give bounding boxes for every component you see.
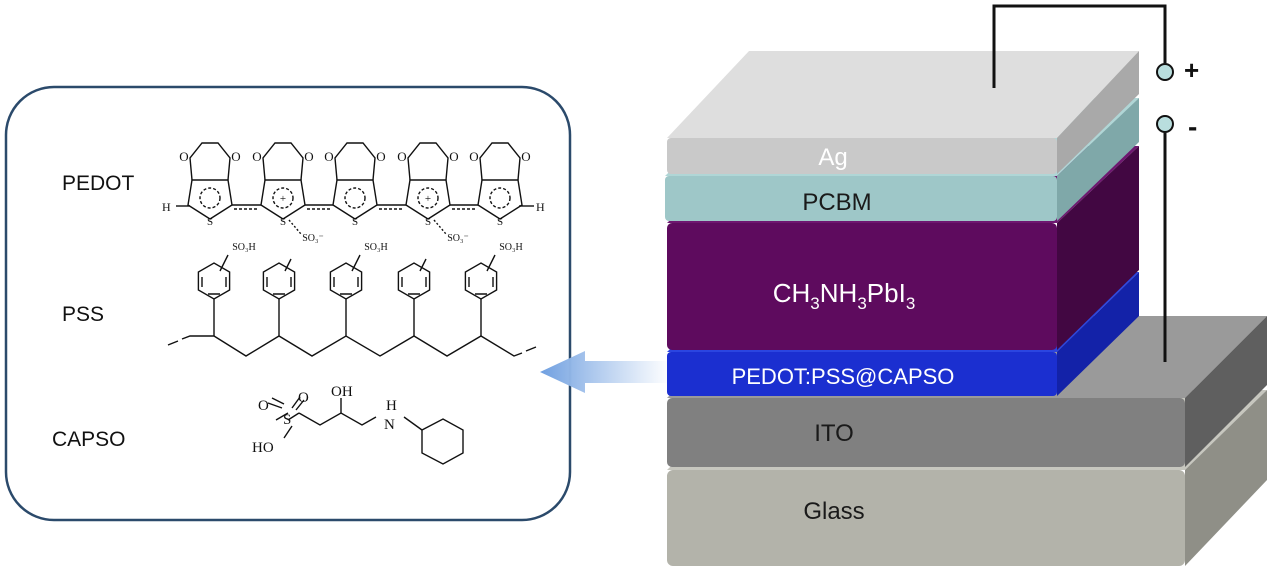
- ag-layer: [667, 51, 1139, 174]
- perovskite-sub3: 3: [906, 294, 915, 313]
- capso-s: S: [283, 412, 291, 428]
- pedot-oxygen: O: [449, 149, 458, 164]
- capso-n: N: [384, 417, 395, 433]
- pedot-oxygen: O: [179, 149, 188, 164]
- capso-label: CAPSO: [52, 428, 126, 451]
- pss-benzene: [197, 254, 231, 336]
- pedot-unit: [332, 142, 406, 220]
- htl-label: PEDOT:PSS@CAPSO: [732, 364, 955, 389]
- pss-sulfonic-acid: SO₃H: [499, 242, 523, 253]
- pedot-unit: [187, 142, 261, 220]
- pedot-oxygen: O: [376, 149, 385, 164]
- perovskite-sub1: 3: [810, 294, 819, 313]
- positive-terminal: [1156, 63, 1174, 81]
- pedot-structure: [176, 142, 534, 235]
- negative-terminal: [1156, 115, 1174, 133]
- ag-label: Ag: [818, 144, 847, 171]
- pedot-charge: +: [280, 193, 286, 205]
- capso-o2: O: [298, 390, 309, 406]
- chemistry-panel: [4, 85, 572, 522]
- capso-nh-h: H: [386, 398, 397, 414]
- pss-sulfonate: SO₃⁻: [447, 233, 469, 244]
- pss-sulfonic-acid: SO₃H: [364, 242, 388, 253]
- pcbm-label: PCBM: [802, 189, 871, 216]
- glass-label: Glass: [803, 498, 864, 525]
- pedot-unit: [405, 142, 478, 235]
- capso-o1: O: [258, 398, 269, 414]
- pedot-oxygen: O: [324, 149, 333, 164]
- circuit-wires: [992, 4, 1167, 362]
- pedot-unit: [260, 142, 333, 235]
- perovskite-nh: NH: [820, 278, 858, 308]
- pedot-sulfur: S: [280, 216, 286, 228]
- perovskite-pbi: PbI: [867, 278, 906, 308]
- pss-sulfonic-acid: SO₃H: [232, 242, 256, 253]
- perovskite-sub2: 3: [857, 294, 866, 313]
- pedot-oxygen: O: [397, 149, 406, 164]
- pedot-oxygen: O: [469, 149, 478, 164]
- positive-sign: +: [1184, 55, 1199, 85]
- pss-benzene: [329, 254, 363, 336]
- capso-structure: [267, 396, 464, 465]
- pedot-charge: +: [425, 193, 431, 205]
- pss-benzene: [262, 258, 296, 336]
- perovskite-ch: CH: [773, 278, 811, 308]
- capso-ho: HO: [252, 440, 274, 456]
- pedot-oxygen: O: [231, 149, 240, 164]
- pss-sulfonate: SO₃⁻: [302, 233, 324, 244]
- negative-sign: -: [1188, 111, 1197, 142]
- pedot-oxygen: O: [252, 149, 261, 164]
- capso-oh: OH: [331, 384, 353, 400]
- zoom-arrow: [540, 351, 670, 393]
- device-stack: [665, 51, 1267, 566]
- ito-label: ITO: [814, 420, 854, 447]
- pedot-sulfur: S: [207, 216, 213, 228]
- pedot-sulfur: S: [497, 216, 503, 228]
- pedot-sulfur: S: [352, 216, 358, 228]
- pss-benzene: [397, 258, 431, 336]
- pedot-unit: [477, 142, 523, 220]
- pedot-oxygen: O: [521, 149, 530, 164]
- pedot-sulfur: S: [425, 216, 431, 228]
- pedot-h-right: H: [536, 200, 545, 214]
- pedot-label: PEDOT: [62, 172, 135, 195]
- pedot-oxygen: O: [304, 149, 313, 164]
- pss-structure: [167, 254, 537, 357]
- pedot-h-left: H: [162, 200, 171, 214]
- perovskite-label: CH3NH3PbI3: [773, 278, 916, 313]
- pss-label: PSS: [62, 303, 104, 326]
- pss-benzene: [464, 254, 498, 336]
